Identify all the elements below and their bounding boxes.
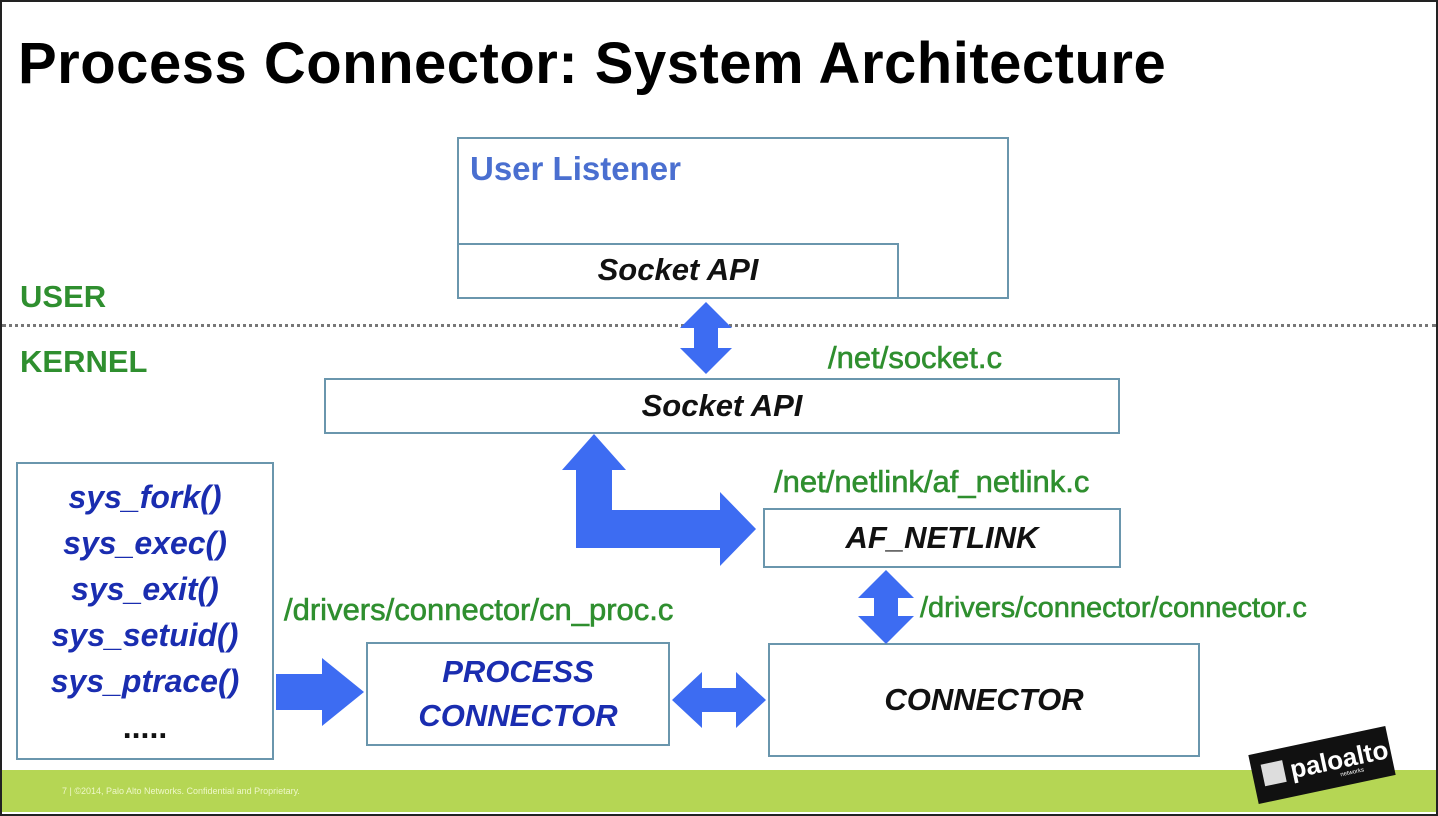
arrow-syscalls-to-process-connector	[276, 658, 364, 726]
slide-title: Process Connector: System Architecture	[18, 31, 1167, 96]
syscall-fork: sys_fork()	[68, 479, 222, 515]
zone-user-label: USER	[20, 279, 107, 314]
kernel-socket-api-box	[324, 378, 1120, 434]
syscall-exec: sys_exec()	[63, 525, 227, 561]
user-socket-api-label: Socket API	[597, 252, 759, 287]
syscall-setuid: sys_setuid()	[51, 617, 239, 653]
arrow-process-connector-connector	[672, 672, 766, 728]
kernel-socket-api-label: Socket API	[641, 388, 803, 423]
arrow-af-netlink-connector	[858, 570, 914, 644]
user-socket-api-box	[457, 243, 899, 299]
arrow-socket-to-af-netlink	[562, 434, 756, 566]
footer-text: 7 | ©2014, Palo Alto Networks. Confident…	[62, 786, 300, 796]
syscalls-box: sys_fork() sys_exec() sys_exit() sys_set…	[16, 462, 274, 760]
af-netlink-label: AF_NETLINK	[845, 520, 1039, 555]
connector-label: CONNECTOR	[884, 682, 1084, 717]
socket-path-label: /net/socket.c	[828, 340, 1003, 376]
process-connector-box	[366, 642, 670, 746]
logo-mark-icon	[1260, 760, 1287, 787]
process-connector-label-line2: CONNECTOR	[418, 698, 618, 733]
arrow-user-kernel-socket	[680, 302, 732, 374]
zone-kernel-label: KERNEL	[20, 344, 148, 379]
syscall-more: .....	[122, 709, 168, 745]
af-netlink-box	[763, 508, 1121, 568]
user-listener-title: User Listener	[470, 150, 681, 187]
syscall-ptrace: sys_ptrace()	[50, 663, 240, 699]
af-netlink-path-label: /net/netlink/af_netlink.c	[774, 464, 1090, 500]
connector-path-label: /drivers/connector/connector.c	[920, 592, 1307, 625]
footer-band	[2, 770, 1436, 812]
syscall-exit: sys_exit()	[71, 571, 219, 607]
connector-box	[768, 643, 1200, 757]
cn-proc-path-label: /drivers/connector/cn_proc.c	[284, 592, 674, 628]
process-connector-label-line1: PROCESS	[442, 654, 594, 689]
